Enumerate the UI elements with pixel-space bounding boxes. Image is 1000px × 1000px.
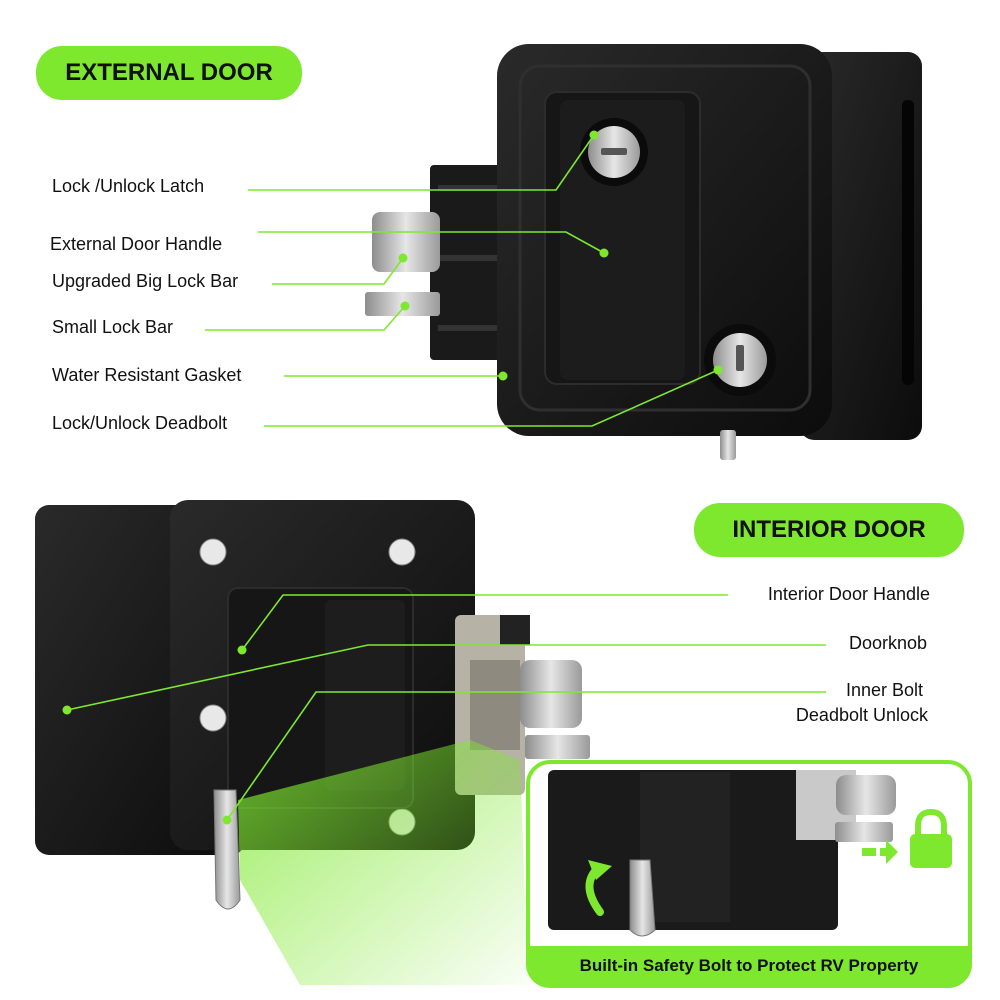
external-door-heading: EXTERNAL DOOR [36, 46, 302, 100]
callout-dots [62, 130, 723, 825]
callout-lines [66, 134, 826, 821]
label-doorknob: Doorknob [848, 633, 927, 653]
label-inner-bolt: Inner Bolt [845, 680, 923, 700]
external-lock-illustration [365, 44, 922, 460]
label-small-lock-bar: Small Lock Bar [52, 317, 174, 337]
label-lock-unlock-latch: Lock /Unlock Latch [52, 176, 205, 196]
label-deadbolt-unlock: Deadbolt Unlock [795, 705, 928, 725]
label-interior-door-handle: Interior Door Handle [767, 584, 930, 604]
label-lock-unlock-deadbolt: Lock/Unlock Deadbolt [52, 413, 228, 433]
safety-bolt-inset [526, 760, 972, 988]
interior-lock-illustration [35, 500, 590, 985]
inset-caption: Built-in Safety Bolt to Protect RV Prope… [528, 946, 970, 986]
arrow-right-icon [862, 840, 898, 864]
interior-door-heading: INTERIOR DOOR [694, 503, 964, 557]
label-external-door-handle: External Door Handle [50, 234, 223, 254]
label-upgraded-big-lock-bar: Upgraded Big Lock Bar [52, 271, 239, 291]
label-water-resistant-gasket: Water Resistant Gasket [52, 365, 242, 385]
padlock-icon [910, 808, 952, 868]
